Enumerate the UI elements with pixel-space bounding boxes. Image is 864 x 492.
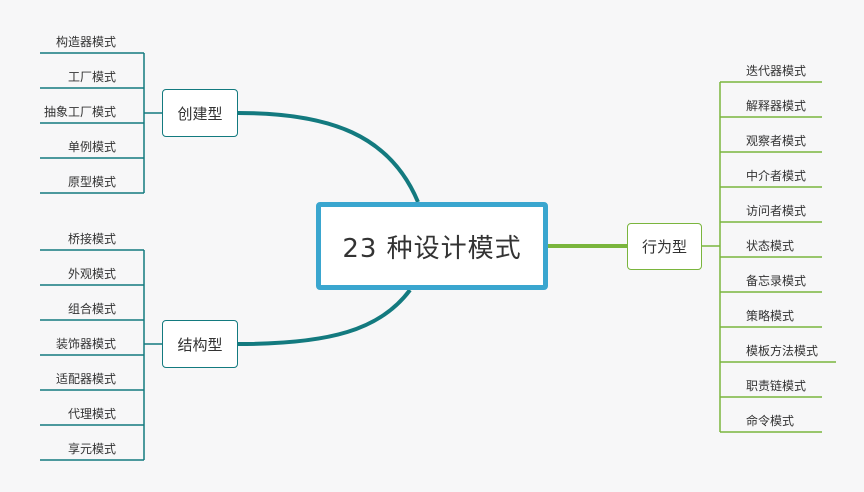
topic-creational[interactable]: 创建型 [162, 89, 238, 137]
leaf-structural[interactable]: 装饰器模式 [55, 337, 116, 351]
topic-behavioral[interactable]: 行为型 [627, 223, 702, 270]
leaf-behavioral[interactable]: 备忘录模式 [746, 274, 807, 288]
leaf-structural[interactable]: 享元模式 [67, 442, 116, 456]
leaf-behavioral[interactable]: 观察者模式 [746, 134, 807, 148]
leaf-structural[interactable]: 代理模式 [67, 407, 116, 421]
leaf-creational[interactable]: 工厂模式 [67, 70, 116, 84]
leaf-behavioral[interactable]: 策略模式 [746, 309, 795, 323]
topic-structural-label: 结构型 [177, 335, 223, 354]
leaf-structural[interactable]: 适配器模式 [55, 372, 116, 386]
leaf-structural[interactable]: 外观模式 [67, 267, 116, 281]
leaf-behavioral[interactable]: 解释器模式 [746, 99, 807, 113]
leaf-behavioral[interactable]: 职责链模式 [746, 379, 807, 393]
leaf-creational[interactable]: 单例模式 [67, 140, 116, 154]
leaf-behavioral[interactable]: 迭代器模式 [746, 64, 807, 78]
leaf-behavioral[interactable]: 模板方法模式 [746, 344, 819, 358]
leaf-creational[interactable]: 原型模式 [67, 175, 116, 189]
leaf-behavioral[interactable]: 状态模式 [746, 239, 795, 253]
connector-central-structural [237, 288, 412, 346]
central-topic-label: 23 种设计模式 [342, 233, 522, 264]
leaf-structural[interactable]: 桥接模式 [67, 232, 116, 246]
topic-behavioral-label: 行为型 [641, 238, 687, 256]
topic-creational-label: 创建型 [177, 104, 223, 123]
leaf-structural[interactable]: 组合模式 [67, 302, 116, 316]
topic-structural[interactable]: 结构型 [162, 320, 238, 368]
leaf-behavioral[interactable]: 访问者模式 [746, 204, 807, 218]
central-topic[interactable]: 23 种设计模式 [316, 202, 548, 290]
leaf-behavioral[interactable]: 中介者模式 [746, 169, 807, 183]
connector-central-creational [237, 111, 420, 203]
leaf-creational[interactable]: 构造器模式 [55, 35, 116, 49]
leaf-behavioral[interactable]: 命令模式 [746, 414, 795, 428]
leaf-creational[interactable]: 抽象工厂模式 [43, 105, 116, 119]
